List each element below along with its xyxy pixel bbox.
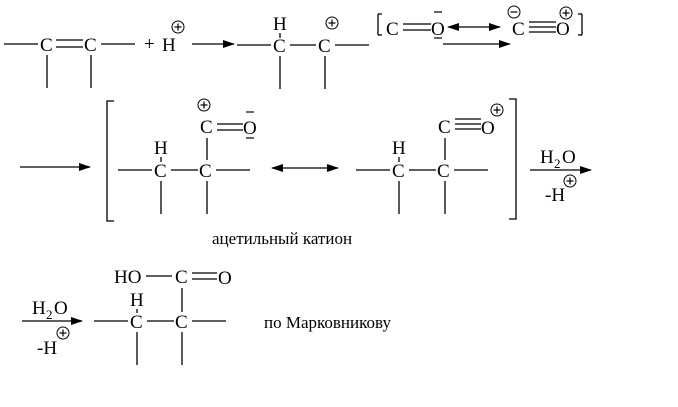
alkene-carbon-1: C: [40, 35, 53, 56]
markovnikov-label: по Марковникову: [264, 313, 391, 332]
acylium1-carbon-2: C: [199, 161, 212, 182]
co-negative-charge-icon: [507, 5, 521, 19]
carbocation-molecule: H C C: [237, 14, 369, 89]
acylium1-hydrogen: H: [154, 138, 168, 159]
acid-carbon-2: C: [175, 312, 188, 333]
hydration-step-2: H 2 O -H: [22, 298, 83, 359]
acylium2-charge-icon: [490, 103, 504, 117]
proton-charge-icon: [171, 20, 185, 34]
minus-proton-1: -H: [545, 185, 565, 206]
acylium-form-2: C O H C C: [356, 103, 504, 214]
acylium2-carbonyl-carbon: C: [438, 117, 451, 138]
carbon-monoxide-resonance: C O C O: [377, 5, 583, 40]
minus-proton-charge-icon-2: [56, 326, 70, 340]
alkene-molecule: C C: [4, 35, 135, 88]
co-positive-charge-icon: [559, 6, 573, 20]
plus-sign: +: [144, 34, 155, 55]
acylium2-oxygen: O: [481, 118, 495, 139]
co-oxygen-1: O: [431, 19, 445, 40]
water-sub-1: 2: [554, 156, 561, 171]
hydration-step-1: H 2 O -H: [530, 147, 592, 206]
co-oxygen-2: O: [556, 19, 570, 40]
proton-h: H: [162, 35, 176, 56]
carboxylic-acid-molecule: HO C O H C C: [94, 267, 232, 365]
minus-proton-2: -H: [37, 338, 57, 359]
hydroxyl-group: HO: [114, 267, 141, 288]
water-h-2: H: [32, 298, 46, 319]
acylium1-charge-icon: [197, 98, 211, 112]
co-carbon-2: C: [512, 19, 525, 40]
carbocation-carbon-1: C: [273, 36, 286, 57]
carbocation-carbon-2: C: [318, 36, 331, 57]
water-h-1: H: [540, 147, 554, 168]
alkene-carbon-2: C: [84, 35, 97, 56]
water-sub-2: 2: [46, 307, 53, 322]
acylium-form-1: C O H C C: [118, 98, 257, 214]
water-o-1: O: [562, 147, 576, 168]
carbocation-hydrogen: H: [273, 14, 287, 35]
acylium1-carbon-1: C: [154, 161, 167, 182]
co-carbon-1: C: [386, 19, 399, 40]
acid-oxygen: O: [218, 268, 232, 289]
acylium2-carbon-2: C: [437, 161, 450, 182]
acid-hydrogen: H: [130, 290, 144, 311]
acid-carbonyl-carbon: C: [175, 267, 188, 288]
acetyl-cation-label: ацетильный катион: [212, 229, 352, 248]
acylium2-carbon-1: C: [392, 161, 405, 182]
minus-proton-charge-icon-1: [563, 174, 577, 188]
left-bracket: [106, 100, 114, 222]
right-bracket: [509, 98, 517, 220]
acylium1-carbonyl-carbon: C: [200, 117, 213, 138]
carbocation-charge-icon: [325, 16, 339, 30]
acylium1-oxygen: O: [243, 118, 257, 139]
acylium2-hydrogen: H: [392, 138, 406, 159]
acid-carbon-1: C: [130, 312, 143, 333]
water-o-2: O: [54, 298, 68, 319]
